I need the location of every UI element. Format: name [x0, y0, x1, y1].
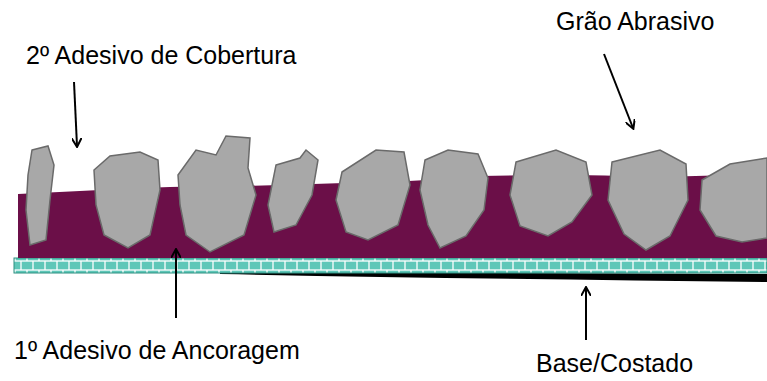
part-label: 1º Adesivo de Ancoragem — [14, 337, 300, 365]
backing-layer — [14, 258, 767, 273]
part-label: 2º Adesivo de Cobertura — [26, 42, 296, 70]
abrasive-grains — [26, 136, 767, 252]
part-label: Base/Costado — [536, 350, 693, 378]
leader-arrows — [74, 54, 633, 340]
part-label: Grão Abrasivo — [556, 8, 714, 36]
